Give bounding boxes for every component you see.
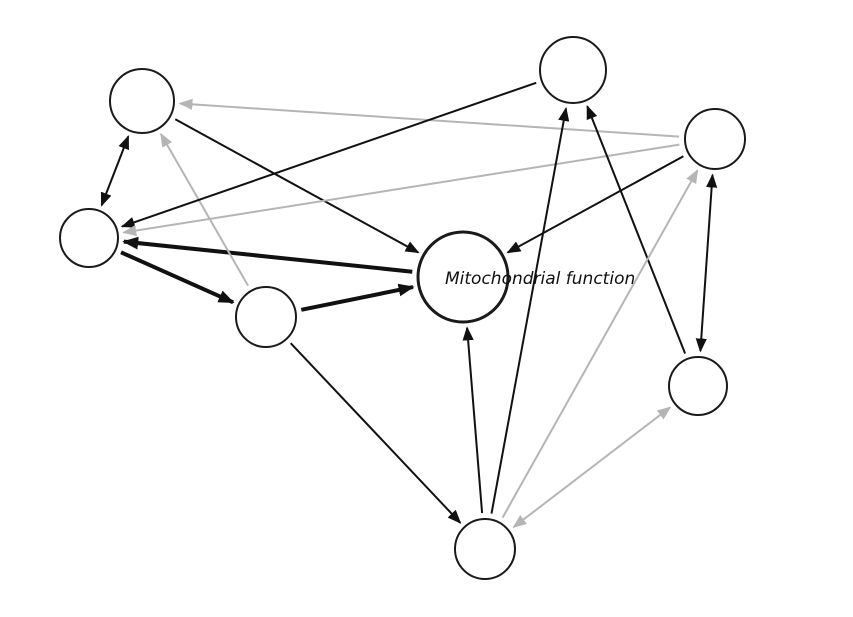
edge-center-to-left [122, 236, 413, 274]
node-right [684, 108, 746, 170]
edge-bottom-to-center [462, 326, 484, 514]
edge-left-to-top-left [100, 135, 130, 207]
edge-bottom-to-right [501, 169, 699, 519]
node-mid-left [235, 286, 297, 348]
edge-right-to-center [506, 155, 684, 254]
node-mitochondrial-function [416, 230, 510, 324]
node-left [59, 208, 119, 268]
edge-left-to-mid-left [120, 250, 235, 305]
edge-mid-left-to-center [300, 283, 415, 312]
node-top-right [539, 36, 607, 104]
edge-bottom-to-right-low [512, 406, 672, 528]
edge-right-low-to-top-right [586, 104, 687, 354]
node-top-left [109, 68, 175, 134]
node-right-low [668, 356, 728, 416]
mitochondrial-function-label: Mitochondrial function [445, 269, 635, 289]
edge-right-to-right-low [695, 173, 718, 353]
edges-layer [100, 81, 718, 528]
node-bottom [454, 518, 516, 580]
edge-bottom-to-top-right [490, 107, 570, 514]
edge-right-to-left [122, 143, 680, 237]
edge-mid-left-to-bottom [289, 342, 462, 524]
edge-top-left-to-center [174, 118, 420, 254]
edge-mid-left-to-top-left [160, 132, 249, 287]
nodes-layer [59, 36, 746, 580]
edge-top-right-to-left [120, 81, 537, 228]
